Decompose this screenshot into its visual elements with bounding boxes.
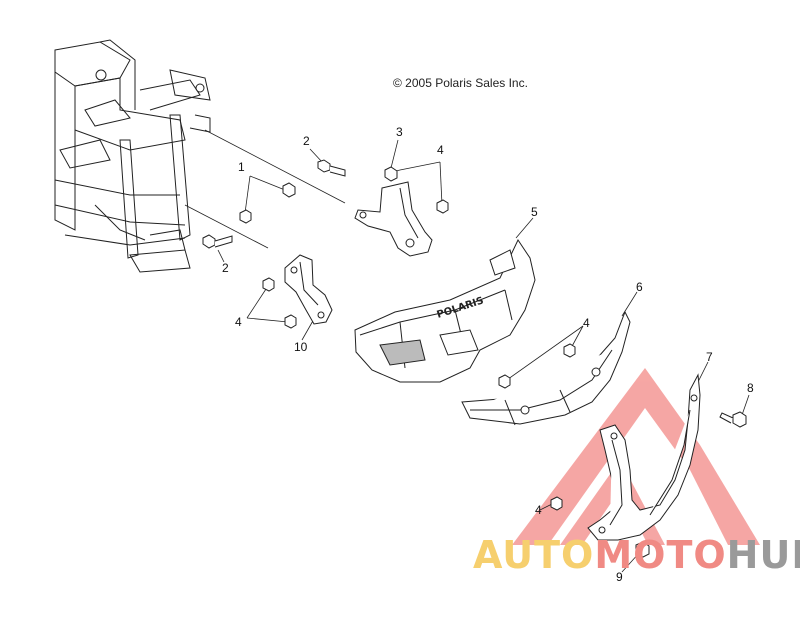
callout-2a: 2 [303, 134, 310, 148]
nut-4d-icon [563, 343, 576, 358]
callout-7: 7 [706, 350, 713, 364]
bolt-2b-icon [202, 234, 233, 249]
bumper-5: POLARIS [354, 238, 536, 383]
watermark-part-3: HUB [726, 533, 800, 577]
nut-3-icon [384, 166, 398, 182]
fasteners [202, 159, 747, 558]
watermark-part-1: AUTO [473, 533, 595, 577]
callout-4b: 4 [235, 315, 242, 329]
frame-assembly [54, 39, 211, 273]
nut-9-icon [635, 541, 650, 558]
nut-4c-icon [284, 314, 297, 329]
callout-5: 5 [531, 205, 538, 219]
callout-4c: 4 [583, 316, 590, 330]
copyright-text: © 2005 Polaris Sales Inc. [393, 76, 528, 90]
nut-4b-icon [262, 277, 275, 292]
side-guard-7 [587, 373, 701, 541]
nut-1-icon [282, 182, 296, 198]
nut-4e-icon [498, 374, 511, 389]
bracket-10 [284, 254, 333, 325]
callout-4a: 4 [437, 143, 444, 157]
nut-4f-icon [550, 496, 563, 511]
callout-9: 9 [616, 570, 623, 584]
nut-1b-icon [239, 209, 252, 224]
callout-10: 10 [294, 340, 308, 354]
callout-1: 1 [238, 160, 245, 174]
callout-2b: 2 [222, 261, 229, 275]
watermark-text: AUTOMOTOHUB [473, 533, 800, 577]
callout-3: 3 [396, 125, 403, 139]
callout-6: 6 [636, 280, 643, 294]
leader-lines [184, 129, 750, 573]
callout-8: 8 [747, 381, 754, 395]
callout-4d: 4 [535, 503, 542, 517]
bracket-3 [354, 181, 433, 257]
bolt-8-icon [719, 411, 747, 428]
bolt-2a-icon [317, 159, 346, 177]
skid-plate-6 [461, 310, 631, 426]
watermark-part-2: MOTO [594, 533, 727, 577]
nut-4a-icon [436, 199, 449, 214]
